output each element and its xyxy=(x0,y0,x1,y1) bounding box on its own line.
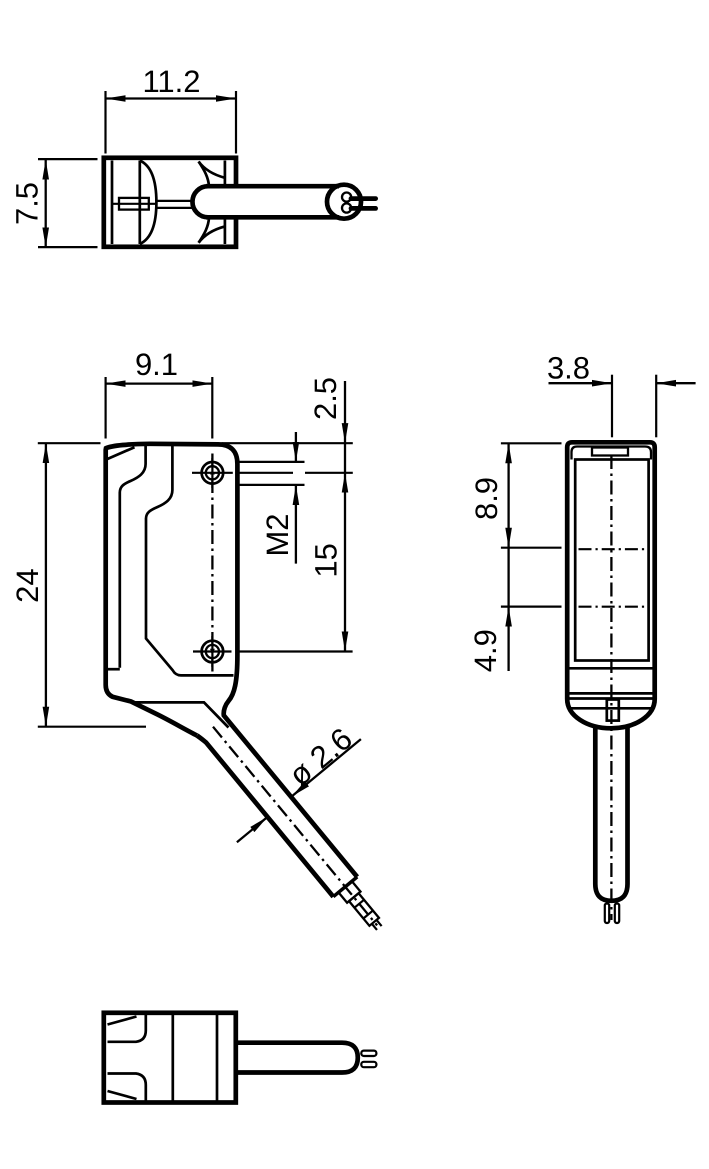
svg-text:4.9: 4.9 xyxy=(468,629,503,672)
svg-text:M2: M2 xyxy=(260,513,295,556)
svg-text:15: 15 xyxy=(308,543,343,577)
svg-text:8.9: 8.9 xyxy=(469,477,504,520)
svg-text:9.1: 9.1 xyxy=(135,347,178,382)
svg-text:2.5: 2.5 xyxy=(308,377,343,420)
svg-text:3.8: 3.8 xyxy=(547,351,590,386)
svg-text:11.2: 11.2 xyxy=(142,64,200,99)
svg-text:24: 24 xyxy=(10,568,45,602)
svg-text:7.5: 7.5 xyxy=(10,182,45,225)
